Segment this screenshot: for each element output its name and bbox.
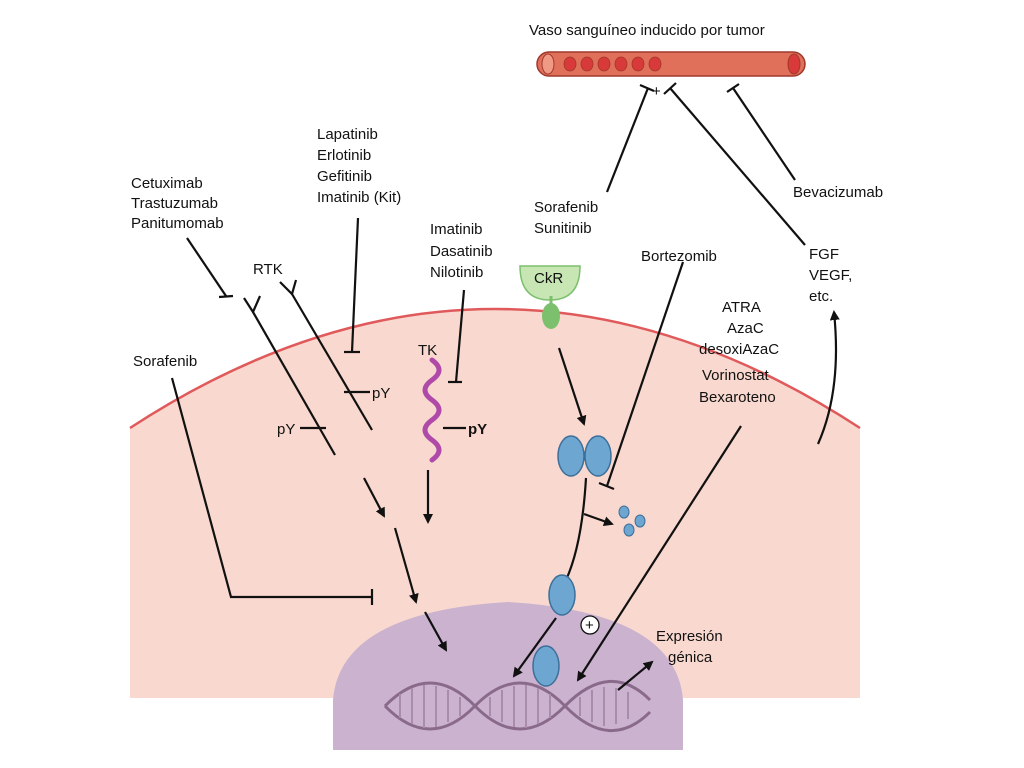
growth-factor-label-1: FGF	[809, 246, 839, 263]
antibody-label-1: Cetuximab	[131, 175, 203, 192]
bortezomib-inhibition-line	[598, 261, 685, 491]
py-label-2: pY	[277, 421, 295, 438]
py-label-3: pY	[468, 421, 487, 438]
tk-kinase	[422, 357, 442, 463]
epigenetic-label-1: ATRA	[722, 299, 761, 316]
vessel-inhibition-lines	[605, 82, 806, 246]
epigenetic-label-4: Vorinostat	[702, 367, 770, 384]
gene-expression-label-1: Expresión	[656, 628, 723, 645]
antibody-inhibition-line	[186, 237, 234, 299]
rtk-label: RTK	[253, 261, 283, 278]
dna-helix	[383, 679, 652, 733]
blood-vessel	[536, 51, 806, 77]
vessel-inhibitor-label-2: Sunitinib	[534, 220, 592, 237]
bortezomib-label: Bortezomib	[641, 248, 717, 265]
vessel-inhibitor-label-1: Sorafenib	[534, 199, 598, 216]
tki-egfr-label-2: Erlotinib	[317, 147, 371, 164]
tki-abl-label-2: Dasatinib	[430, 243, 493, 260]
gene-expression-label-2: génica	[668, 649, 713, 666]
transcription-factor-on-dna	[532, 645, 560, 687]
epigenetic-label-3: desoxiAzaC	[699, 341, 779, 358]
growth-factor-label-2: VEGF,	[809, 267, 852, 284]
nfkb-active	[548, 574, 576, 616]
epigenetic-arrow	[576, 425, 742, 682]
tki-egfr-inhibition-line	[344, 217, 360, 354]
vessel-plus-sign: +	[652, 83, 661, 100]
nfkb-dimer-right	[584, 435, 612, 477]
tk-label: TK	[418, 342, 437, 359]
growth-factor-label-3: etc.	[809, 288, 833, 305]
tki-abl-inhibition-line	[448, 289, 466, 384]
cell-membrane	[129, 307, 861, 430]
proteasome-fragments	[618, 505, 646, 537]
tki-egfr-label-1: Lapatinib	[317, 126, 378, 143]
py-label-1: pY	[372, 385, 390, 402]
bevacizumab-label: Bevacizumab	[793, 184, 883, 201]
rtk-receptors	[243, 279, 373, 456]
antibody-label-2: Trastuzumab	[131, 195, 218, 212]
plus-circle	[580, 615, 600, 635]
nfkb-to-dna	[512, 617, 557, 678]
plus-circle-sign: +	[585, 617, 594, 634]
signaling-arrows	[363, 347, 654, 691]
antibody-label-3: Panitumomab	[131, 215, 224, 232]
tki-abl-label-3: Nilotinib	[430, 264, 483, 281]
ckr-label: CkR	[534, 270, 563, 287]
sorafenib-left-label: Sorafenib	[133, 353, 197, 370]
ckr-domain	[542, 303, 560, 329]
tki-abl-label-1: Imatinib	[430, 221, 483, 238]
nfkb-translocation	[564, 477, 588, 581]
nucleus	[333, 602, 683, 750]
epigenetic-label-5: Bexaroteno	[699, 389, 776, 406]
epigenetic-label-2: AzaC	[727, 320, 764, 337]
tki-egfr-label-3: Gefitinib	[317, 168, 372, 185]
cytoplasm	[130, 309, 860, 698]
growth-factor-arrow	[816, 310, 840, 445]
tki-egfr-label-4: Imatinib (Kit)	[317, 189, 401, 206]
nfkb-dimer-left	[557, 435, 585, 477]
vessel-title: Vaso sanguíneo inducido por tumor	[529, 22, 765, 39]
sorafenib-inhibition-line	[170, 377, 374, 605]
